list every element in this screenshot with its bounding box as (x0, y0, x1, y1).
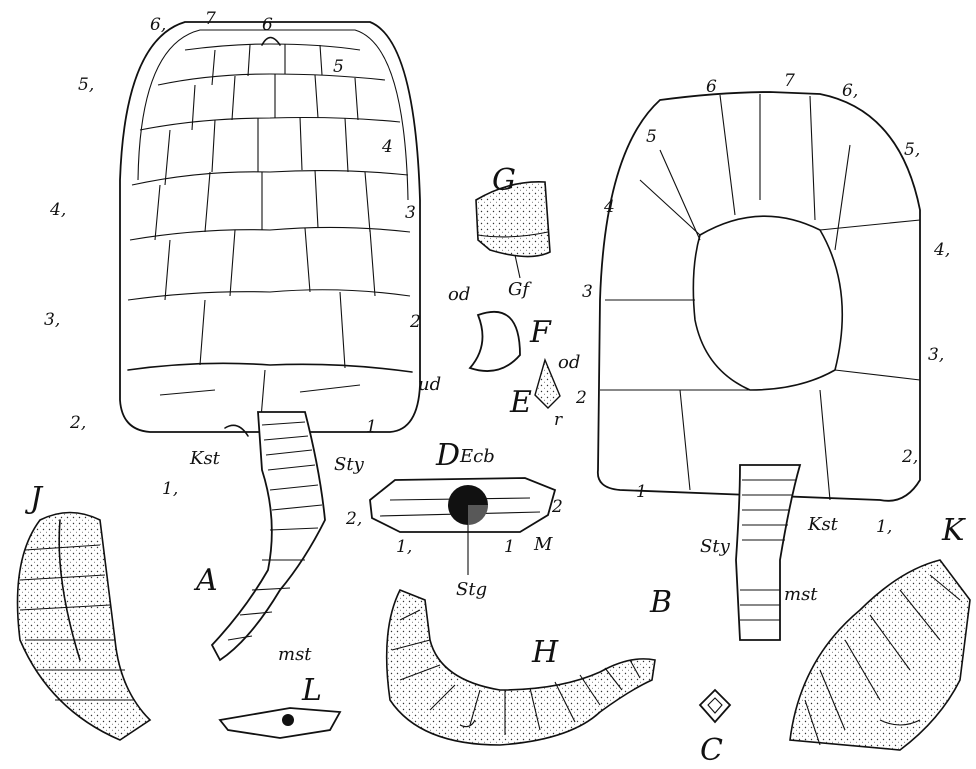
svg-text:4: 4 (381, 137, 393, 157)
label-d-1: 1 (504, 537, 515, 557)
label-d-stg: Stg (456, 579, 487, 600)
figure-f-crescent (470, 312, 520, 371)
figure-a-stem (212, 412, 325, 660)
svg-text:3,: 3, (44, 310, 60, 330)
label-d-ecb: Ecb (459, 446, 495, 467)
svg-text:5,: 5, (904, 140, 920, 160)
svg-text:3: 3 (405, 203, 416, 223)
svg-text:5: 5 (333, 57, 344, 77)
figure-c-crystal (700, 690, 730, 722)
svg-text:4,: 4, (49, 200, 66, 220)
svg-text:6: 6 (706, 77, 717, 97)
svg-text:4: 4 (603, 197, 615, 217)
label-figure-l: L (301, 673, 322, 708)
figure-j-curved-fossil (18, 513, 151, 741)
label-figure-b: B (649, 585, 672, 620)
label-f-ud: ud (418, 374, 441, 395)
label-b-sty: Sty (700, 536, 731, 557)
figure-l-section (220, 708, 340, 738)
label-g-gf: Gf (508, 279, 532, 300)
label-figure-a: A (193, 563, 218, 598)
label-e-od: od (558, 352, 580, 373)
figure-a-theca (120, 22, 420, 432)
label-figure-c: C (700, 733, 723, 768)
svg-text:1: 1 (366, 417, 377, 437)
label-a-sty: Sty (334, 454, 365, 475)
label-figure-k: K (941, 513, 966, 548)
svg-text:1,: 1, (876, 517, 892, 537)
figure-h-curled-fossil (387, 590, 655, 745)
svg-text:2,: 2, (901, 447, 918, 467)
label-d-2: 2 (551, 497, 563, 517)
svg-text:1,: 1, (162, 479, 178, 499)
figure-d-cross-section (370, 478, 555, 575)
svg-text:2: 2 (409, 312, 421, 332)
label-figure-d: D (435, 438, 460, 473)
svg-text:6,: 6, (842, 81, 858, 101)
label-figure-h: H (531, 635, 559, 670)
svg-text:5,: 5, (78, 75, 94, 95)
label-figure-e: E (509, 385, 532, 420)
svg-text:4,: 4, (933, 240, 950, 260)
svg-text:2,: 2, (69, 413, 86, 433)
label-a-mst: mst (278, 644, 312, 665)
svg-text:6: 6 (262, 15, 273, 35)
figure-b-theca (598, 92, 920, 501)
svg-text:2,: 2, (345, 509, 362, 529)
svg-text:1: 1 (636, 482, 647, 502)
label-figure-j: J (24, 481, 44, 516)
figure-b-stem (736, 465, 800, 640)
svg-text:7: 7 (205, 9, 216, 29)
svg-text:3,: 3, (928, 345, 944, 365)
label-figure-f: F (529, 315, 552, 350)
label-d-1-comma: 1, (396, 537, 412, 557)
label-e-r: r (554, 410, 563, 430)
svg-text:3: 3 (582, 282, 593, 302)
label-b-mst: mst (784, 584, 818, 605)
svg-text:2: 2 (575, 388, 587, 408)
label-d-m: M (533, 534, 553, 555)
figure-e-spine (535, 360, 560, 408)
label-b-kst: Kst (807, 514, 839, 535)
svg-text:5: 5 (646, 127, 657, 147)
label-f-od: od (448, 284, 470, 305)
svg-text:6,: 6, (150, 15, 166, 35)
svg-text:7: 7 (784, 71, 795, 91)
label-a-kst: Kst (189, 448, 221, 469)
label-figure-g: G (492, 163, 516, 198)
